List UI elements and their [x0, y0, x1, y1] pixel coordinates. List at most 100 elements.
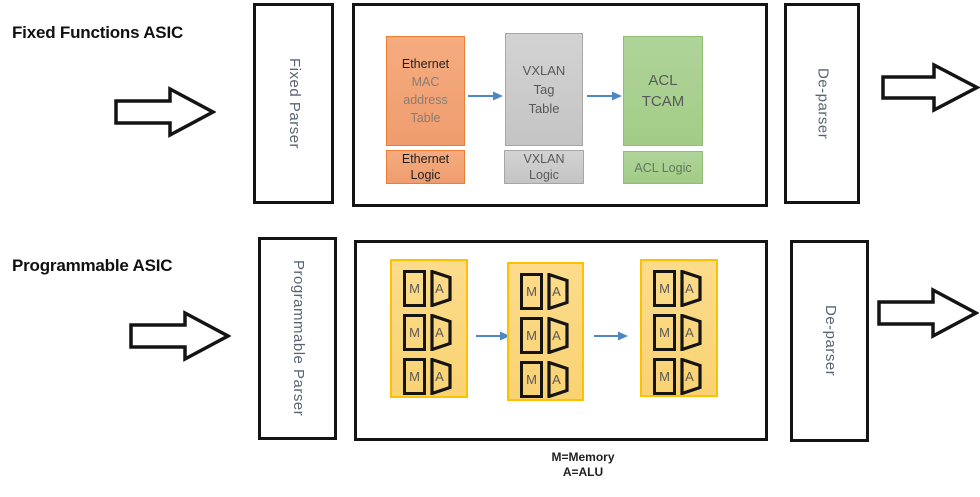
alu-label: A — [435, 369, 444, 384]
legend-memory: M=Memory — [551, 450, 615, 464]
fixed-deparser-label: De-parser — [814, 67, 832, 140]
vxlan-logic-box: VXLAN Logic — [504, 150, 584, 184]
flow-arrow-icon — [587, 91, 622, 101]
memory-alu-unit: M A — [403, 314, 466, 351]
alu-trapezoid-icon — [547, 361, 569, 398]
alu-block: A — [680, 314, 702, 351]
box-line: Table — [528, 101, 560, 116]
memory-alu-unit: M A — [520, 361, 582, 398]
memory-block: M — [653, 270, 676, 307]
programmable-parser-label: Programmable Parser — [289, 260, 307, 417]
memory-label: M — [409, 281, 420, 296]
memory-label: M — [659, 281, 670, 296]
memory-label: M — [526, 328, 537, 343]
programmable-pipeline-container: M A M A M A — [354, 240, 768, 441]
programmable-input-arrow-icon — [129, 310, 231, 362]
flow-arrow-icon — [594, 331, 628, 341]
alu-trapezoid-icon — [680, 358, 702, 395]
memory-label: M — [659, 369, 670, 384]
alu-block: A — [547, 317, 569, 354]
programmable-output-arrow-icon — [877, 287, 979, 339]
alu-label: A — [552, 372, 561, 387]
alu-trapezoid-icon — [680, 270, 702, 307]
fixed-pipeline-container: Ethernet MAC address Table VXLAN Tag Tab… — [352, 3, 768, 207]
alu-block: A — [430, 314, 452, 351]
alu-label: A — [435, 325, 444, 340]
match-action-stage-2: M A M A M A — [507, 262, 584, 401]
alu-trapezoid-icon — [430, 270, 452, 307]
box-line: VXLAN — [522, 63, 566, 78]
alu-label: A — [685, 325, 694, 340]
alu-block: A — [430, 270, 452, 307]
ethernet-logic-box: Ethernet Logic — [386, 150, 465, 184]
memory-alu-unit: M A — [520, 273, 582, 310]
memory-label: M — [409, 369, 420, 384]
fixed-asic-title: Fixed Functions ASIC — [12, 23, 184, 42]
memory-block: M — [403, 314, 426, 351]
legend-alu: A=ALU — [562, 465, 604, 479]
match-action-stage-1: M A M A M A — [390, 259, 468, 398]
acl-logic-box: ACL Logic — [623, 151, 703, 184]
memory-block: M — [520, 317, 543, 354]
flow-arrow-icon — [476, 331, 510, 341]
alu-trapezoid-icon — [680, 314, 702, 351]
box-line: Table — [410, 111, 441, 125]
alu-label: A — [552, 284, 561, 299]
ethernet-mac-table-box: Ethernet MAC address Table — [386, 36, 465, 146]
alu-label: A — [552, 328, 561, 343]
programmable-deparser-box: De-parser — [790, 240, 869, 442]
acl-tcam-box: ACL TCAM — [623, 36, 703, 146]
box-line: ACL Logic — [634, 160, 692, 175]
memory-block: M — [653, 314, 676, 351]
alu-trapezoid-icon — [547, 273, 569, 310]
memory-alu-unit: M A — [403, 358, 466, 395]
box-line: VXLAN — [523, 152, 565, 166]
memory-alu-unit: M A — [653, 270, 716, 307]
alu-label: A — [435, 281, 444, 296]
memory-label: M — [409, 325, 420, 340]
alu-trapezoid-icon — [547, 317, 569, 354]
fixed-output-arrow-icon — [881, 62, 980, 113]
alu-label: A — [685, 369, 694, 384]
box-line: Ethernet — [401, 57, 450, 71]
box-line: Tag — [533, 82, 555, 97]
memory-alu-unit: M A — [653, 358, 716, 395]
memory-block: M — [520, 361, 543, 398]
memory-label: M — [659, 325, 670, 340]
box-line: address — [403, 93, 448, 107]
alu-block: A — [430, 358, 452, 395]
box-line: Logic — [410, 168, 441, 182]
fixed-parser-label: Fixed Parser — [285, 57, 303, 150]
alu-block: A — [680, 270, 702, 307]
legend: M=Memory A=ALU — [538, 450, 628, 480]
memory-block: M — [403, 270, 426, 307]
flow-arrow-icon — [468, 91, 503, 101]
alu-block: A — [680, 358, 702, 395]
programmable-parser-box: Programmable Parser — [258, 237, 337, 440]
fixed-input-arrow-icon — [114, 86, 216, 138]
box-line: MAC — [411, 75, 440, 89]
box-line: TCAM — [641, 93, 685, 110]
alu-trapezoid-icon — [430, 314, 452, 351]
memory-label: M — [526, 372, 537, 387]
alu-trapezoid-icon — [430, 358, 452, 395]
memory-alu-unit: M A — [653, 314, 716, 351]
match-action-stage-3: M A M A M A — [640, 259, 718, 397]
programmable-asic-title: Programmable ASIC — [12, 256, 173, 275]
alu-block: A — [547, 361, 569, 398]
box-line: Logic — [529, 168, 559, 182]
memory-block: M — [520, 273, 543, 310]
alu-label: A — [685, 281, 694, 296]
memory-alu-unit: M A — [520, 317, 582, 354]
memory-block: M — [653, 358, 676, 395]
box-line: Ethernet — [401, 152, 450, 166]
fixed-deparser-box: De-parser — [784, 3, 860, 204]
memory-block: M — [403, 358, 426, 395]
programmable-deparser-label: De-parser — [821, 305, 839, 377]
memory-label: M — [526, 284, 537, 299]
vxlan-tag-table-box: VXLAN Tag Table — [505, 33, 583, 146]
fixed-parser-box: Fixed Parser — [253, 3, 334, 204]
box-line: ACL — [648, 72, 678, 89]
alu-block: A — [547, 273, 569, 310]
